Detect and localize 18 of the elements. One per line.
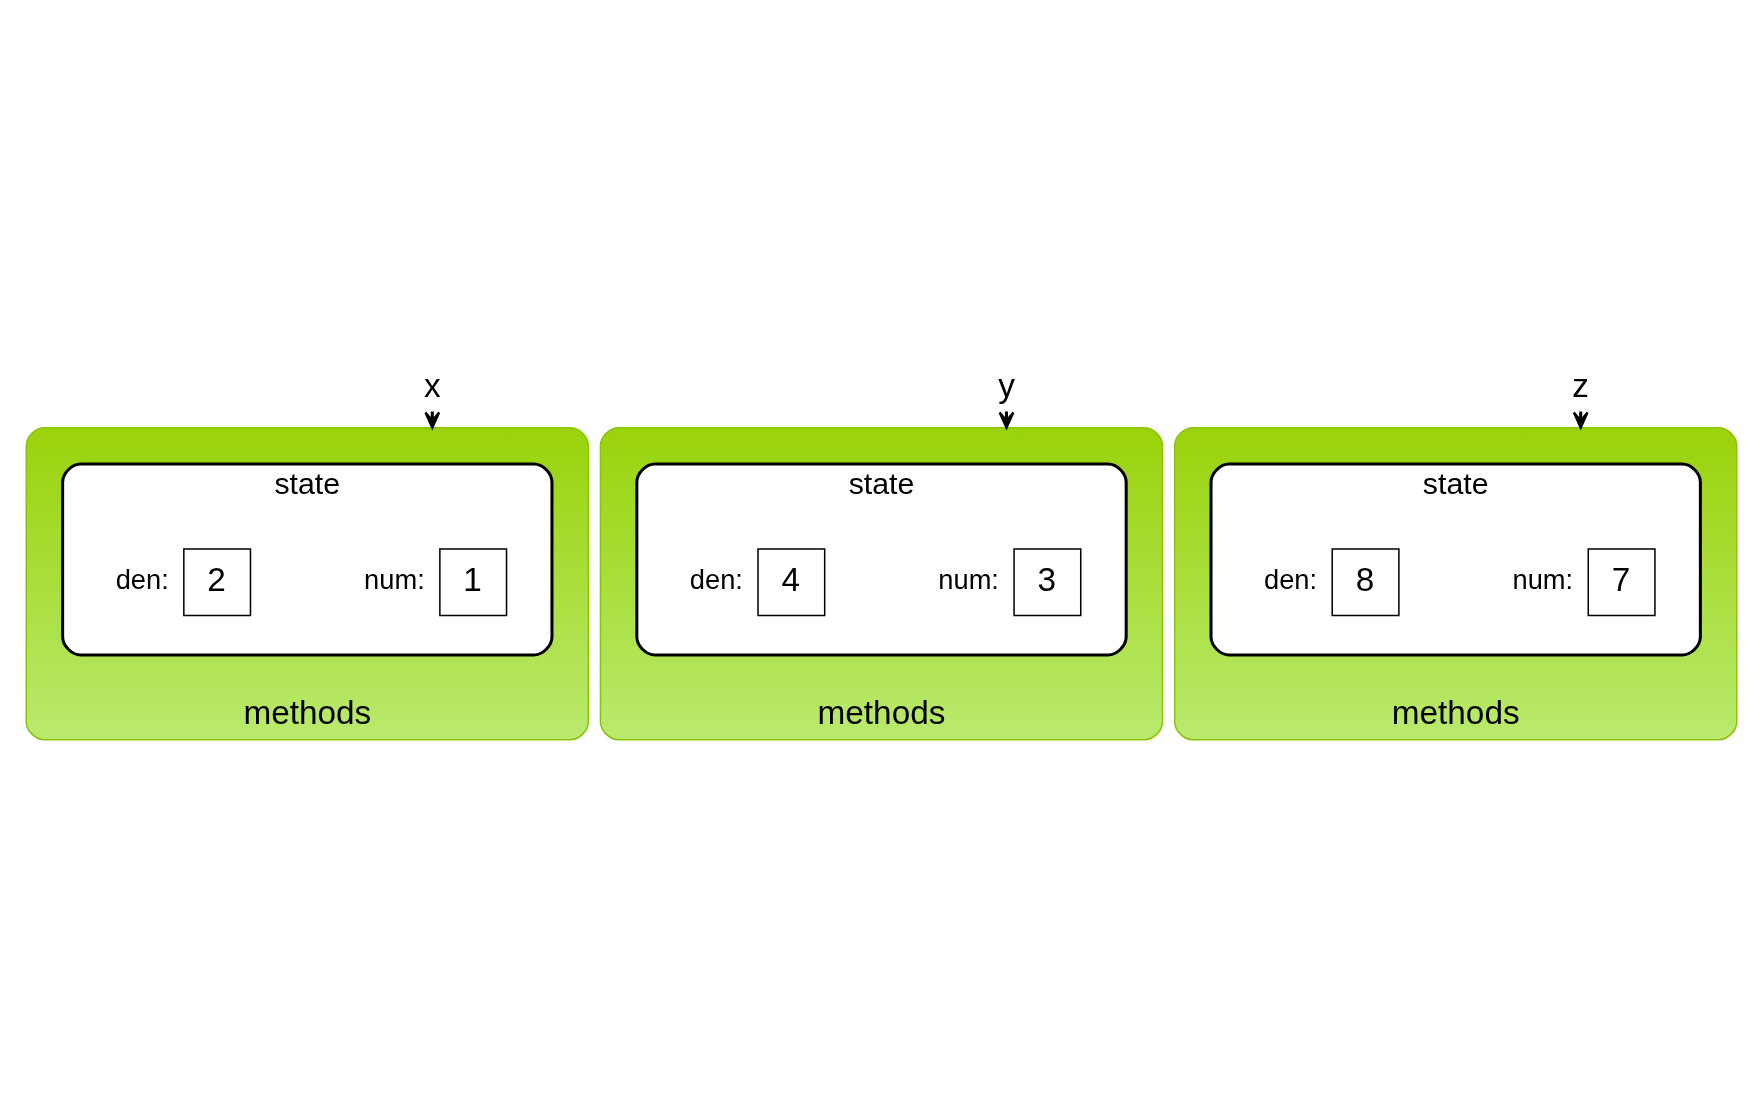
node-label: num: [938,563,999,595]
arrow [998,410,1015,429]
node-box: 8 [1331,547,1400,616]
node-text: x [423,366,441,404]
node-label: den: [1264,563,1318,595]
node-box: 1 [439,547,508,616]
node-box: 7 [1587,547,1656,616]
arrow [1572,410,1589,429]
node-box: 3 [1013,547,1082,616]
node-box: 4 [757,547,826,616]
node-text: y [998,366,1015,404]
node-box: 2 [183,547,252,616]
node-label: den: [689,563,743,595]
node-label: num: [364,563,425,595]
node-text: z [1572,366,1590,404]
node-label: den: [115,563,169,595]
node-label: num: [1512,563,1574,595]
arrow [424,410,441,429]
